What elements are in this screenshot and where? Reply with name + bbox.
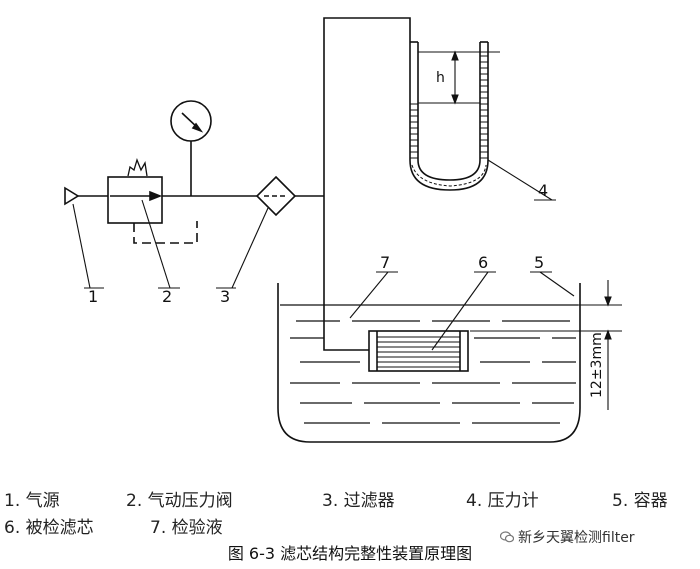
- legend-item-6: 6. 被检滤芯: [4, 518, 94, 538]
- label-6: 6: [478, 253, 488, 272]
- liquid-lines: [280, 304, 578, 424]
- watermark-text: 新乡天翼检测filter: [518, 530, 635, 546]
- filter-symbol: [255, 175, 297, 217]
- label-2: 2: [162, 287, 172, 306]
- pipe-to-filter-element: [323, 196, 369, 351]
- label-3: 3: [220, 287, 230, 306]
- figure-caption: 图 6-3 滤芯结构完整性装置原理图: [227, 544, 473, 563]
- pipe-to-manometer: [323, 17, 411, 196]
- label-1: 1: [88, 287, 98, 306]
- leader-lines: [72, 159, 575, 351]
- legend-item-1: 1. 气源: [4, 491, 60, 511]
- label-5: 5: [534, 253, 544, 272]
- legend-item-7: 7. 检验液: [150, 518, 223, 538]
- air-source-symbol: [64, 186, 80, 206]
- pneumatic-pressure-valve: [107, 158, 198, 244]
- label-7: 7: [380, 253, 390, 272]
- watermark: 新乡天翼检测filter: [500, 527, 635, 547]
- container: [277, 283, 581, 443]
- legend-item-4: 4. 压力计: [466, 491, 539, 511]
- legend-item-2: 2. 气动压力阀: [126, 491, 233, 511]
- u-tube-manometer: [409, 41, 489, 191]
- label-dimension: 12±3mm: [589, 332, 605, 398]
- h-dimension: [418, 50, 500, 105]
- tested-filter-element: [368, 330, 469, 372]
- chat-bubble-icon: [500, 531, 514, 543]
- pressure-gauge: [170, 100, 212, 196]
- legend-item-3: 3. 过滤器: [322, 491, 395, 511]
- legend-item-5: 5. 容器: [612, 491, 668, 511]
- label-4: 4: [538, 181, 548, 200]
- depth-dimension: [470, 280, 622, 410]
- label-h: h: [436, 70, 445, 86]
